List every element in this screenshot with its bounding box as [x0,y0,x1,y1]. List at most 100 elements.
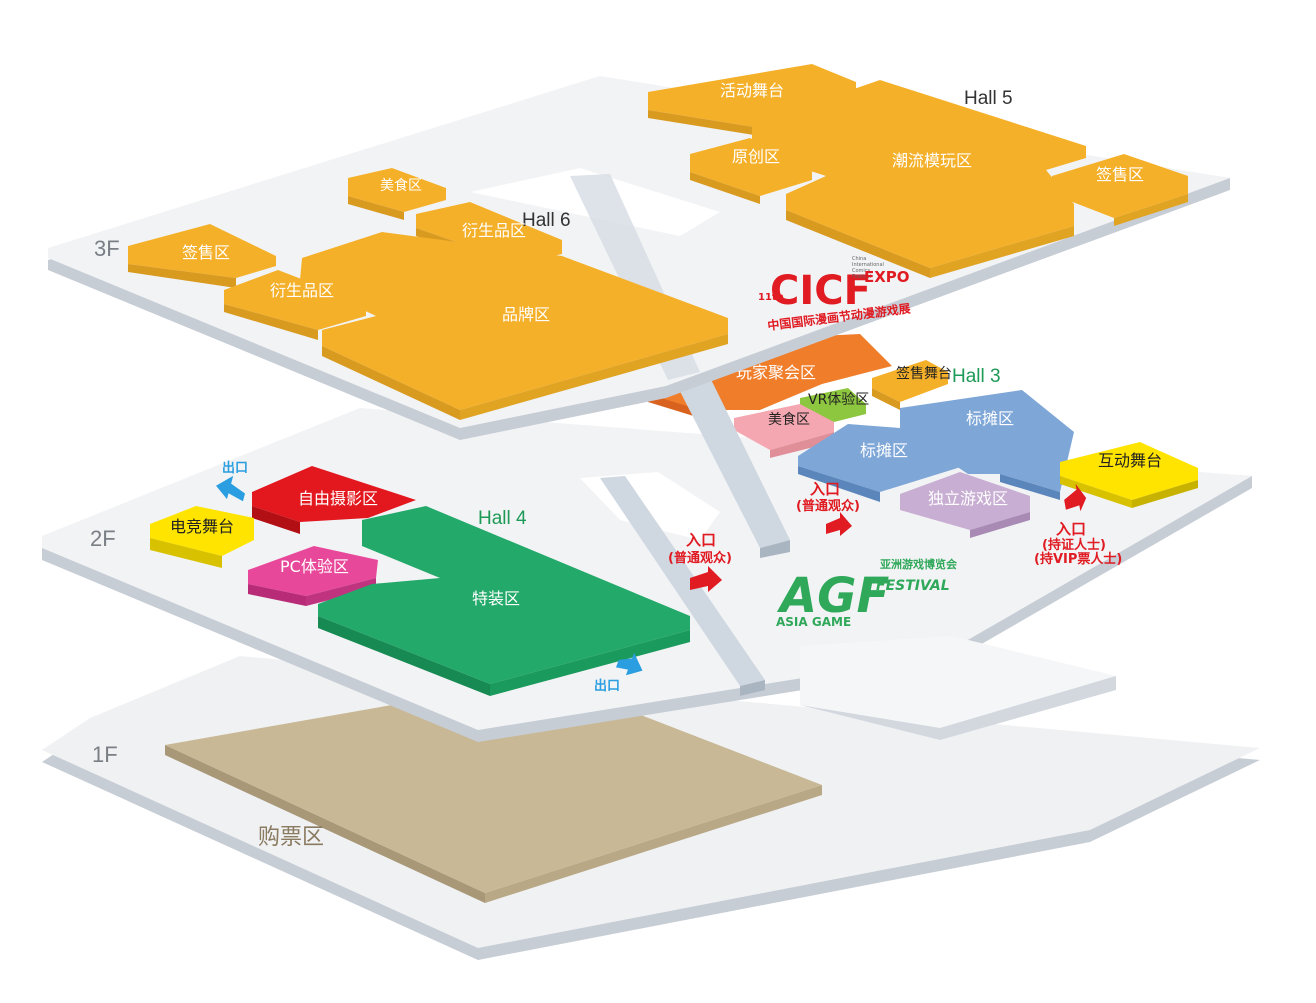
vr-zone-label: VR体验区 [808,392,869,408]
hall-3-label: Hall 3 [952,366,1001,387]
trend-model-zone-label: 潮流模玩区 [892,151,972,170]
hall-4-label: Hall 4 [478,508,527,529]
escalator-3f-2f-edge [760,540,790,558]
food-zone-3f-side [348,196,404,220]
cicf-logo-side-1: China [852,256,866,262]
esports-stage[interactable] [150,506,254,556]
trend-model-zone-side [786,210,930,278]
derivative-zone-b-label: 衍生品区 [270,281,334,300]
entrance-vip-sub2: (持VIP票人士) [1034,551,1122,567]
ticket-zone[interactable] [165,678,822,893]
sign-stage-label: 签售舞台 [896,365,952,382]
booth-zone-left-side [798,466,880,502]
brand-zone-label: 品牌区 [502,305,550,324]
exit-b-marker[interactable]: 出口 [594,649,647,694]
brand-zone-side-right [460,334,728,420]
special-zone-label: 特装区 [472,589,520,608]
entrance-general-b-sub: (普通观众) [796,498,860,514]
entrance-general-a-marker[interactable]: 入口 (普通观众) [668,531,732,592]
sign-zone-left[interactable] [128,224,276,278]
sign-zone-right-side [1114,194,1188,226]
entrance-general-a-title: 入口 [686,531,716,549]
agf-logo-tag2: FESTIVAL [876,578,950,594]
cicf-logo-side-2: International [852,262,884,268]
interact-stage-side-right [1132,480,1198,508]
food-zone-2f[interactable] [734,404,834,450]
activity-stage-label: 活动舞台 [720,81,784,100]
atrium-lower [800,636,1116,728]
trend-model-zone[interactable] [752,80,1086,268]
derivative-zone-a[interactable] [416,202,562,264]
floor-1f-label: 1F [92,742,118,767]
food-zone-2f-side [770,432,834,458]
original-zone-label: 原创区 [732,147,780,166]
brand-zone[interactable] [300,232,728,410]
entrance-vip-title: 入口 [1056,520,1086,538]
agf-logo-letters: AGF [776,568,890,624]
floor-2f-label: 2F [90,526,116,551]
pc-zone-side-right [306,578,376,606]
escalator-2f-1f [600,476,765,686]
agf-logo-name: 亚洲游戏博览会 [880,557,958,571]
entrance-general-b-title: 入口 [810,480,840,498]
ticket-zone-side-right [485,785,822,903]
agf-logo-tag1: ASIA GAME [776,615,851,629]
floor-3f-label: 3F [94,236,120,261]
photo-zone-side [252,506,300,534]
trend-model-zone-side-right [930,226,1074,278]
entrance-arrow-icon [1064,483,1087,512]
escalator-2f-1f-edge [740,680,765,696]
entrance-general-b-marker[interactable]: 入口 (普通观众) [796,480,860,536]
hall-6-label: Hall 6 [522,210,571,231]
food-zone-3f-label: 美食区 [380,177,422,194]
food-zone-3f[interactable] [348,168,446,212]
special-zone-side-right [490,630,690,696]
special-zone-side [318,616,490,696]
special-zone[interactable] [318,506,690,684]
exit-a-label: 出口 [222,460,248,476]
booth-zone-right[interactable] [900,390,1074,492]
hall-5-label: Hall 5 [964,88,1013,109]
player-zone-label: 玩家聚会区 [736,363,816,382]
interact-stage-label: 互动舞台 [1098,451,1162,470]
exit-a-marker[interactable]: 出口 [213,460,248,503]
interact-stage[interactable] [1060,442,1198,500]
booth-zone-left[interactable] [798,424,964,492]
original-zone-side [690,172,760,204]
indie-zone-label: 独立游戏区 [928,489,1008,508]
indie-zone[interactable] [900,472,1030,530]
sign-stage[interactable] [872,360,948,402]
indie-zone-side [970,512,1030,538]
cicf-logo-edition: 11th [758,292,784,303]
esports-stage-label: 电竞舞台 [170,517,234,536]
sign-zone-right-label: 签售区 [1096,165,1144,184]
derivative-zone-b-side [224,304,318,340]
pc-zone-label: PC体验区 [280,557,349,576]
booth-zone-left-label: 标摊区 [860,441,908,460]
player-zone-side [648,394,702,418]
entrance-arrow-icon [690,566,722,592]
exit-b-label: 出口 [594,678,620,694]
derivative-zone-b[interactable] [224,270,366,330]
activity-stage-side [648,110,760,136]
sign-zone-left-side [128,264,236,288]
photo-zone[interactable] [252,466,416,522]
interact-stage-side [1060,476,1132,508]
cicf-logo-expo: EXPO [864,268,910,286]
exit-arrow-icon [615,652,643,676]
entrance-vip-marker[interactable]: 入口 (持证人士) (持VIP票人士) [1034,482,1122,567]
sign-stage-side [872,388,900,410]
cicf-logo-side-4: Festival [852,274,871,280]
pc-zone[interactable] [248,546,378,596]
entrance-vip-sub1: (持证人士) [1042,537,1106,553]
agf-logo: AGF 亚洲游戏博览会 ASIA GAME FESTIVAL [776,557,958,629]
booth-zone-right-label: 标摊区 [966,409,1014,428]
sign-zone-right[interactable] [1052,154,1188,218]
booth-zone-right-side [1000,474,1060,500]
pc-zone-side [248,584,306,606]
entrance-general-a-sub: (普通观众) [668,550,732,566]
original-zone[interactable] [690,138,812,196]
cicf-logo-letters: CICF [770,268,871,314]
photo-zone-label: 自由摄影区 [298,489,378,508]
